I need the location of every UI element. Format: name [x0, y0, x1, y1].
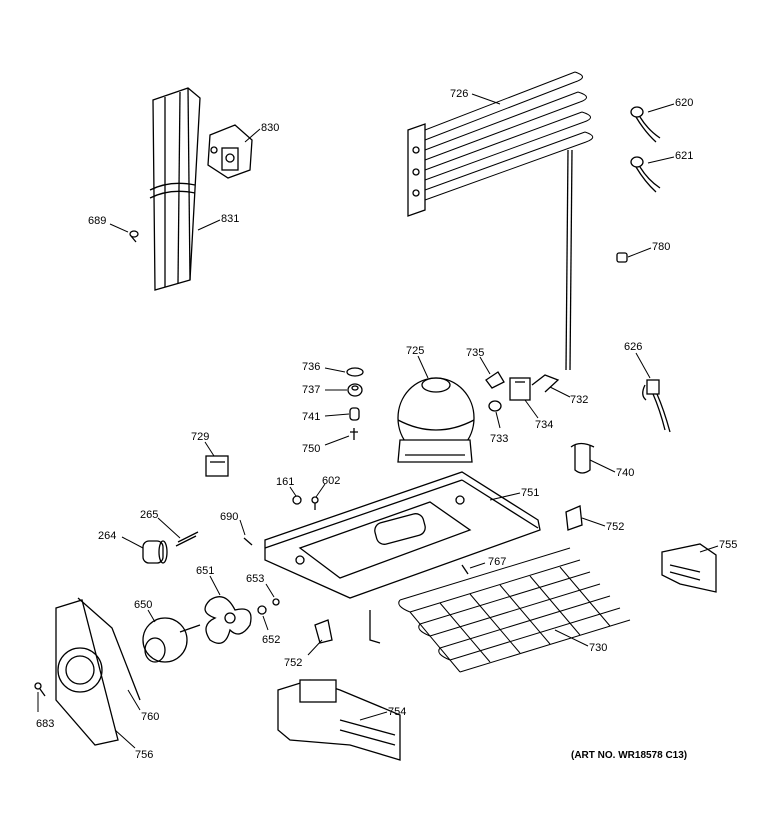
part-740-clip	[570, 442, 595, 474]
callout-689: 689	[88, 215, 106, 227]
part-736-grommet	[346, 367, 364, 377]
part-750-clip	[350, 428, 358, 440]
part-755-bracket	[661, 543, 717, 593]
callouts: 830 689 831 726 620 621 780 736 737 741 …	[36, 88, 737, 761]
callout-620: 620	[675, 97, 693, 109]
callout-725: 725	[406, 345, 424, 357]
callout-732: 732	[570, 394, 588, 406]
part-264-spacer	[142, 540, 168, 564]
part-830-bracket	[207, 124, 253, 179]
part-690-screw	[243, 537, 253, 546]
callout-683: 683	[36, 718, 54, 730]
callout-733: 733	[490, 433, 508, 445]
part-760-gasket	[77, 597, 141, 701]
part-732-bracket	[531, 374, 560, 393]
callout-754: 754	[388, 706, 406, 718]
callout-737: 737	[302, 384, 320, 396]
part-653-washer	[272, 598, 280, 606]
part-161-nut	[292, 495, 302, 505]
part-741-sleeve	[349, 407, 360, 421]
callout-264: 264	[98, 530, 116, 542]
callout-602: 602	[322, 475, 340, 487]
callout-755: 755	[719, 539, 737, 551]
part-689-screw	[129, 230, 139, 243]
callout-780: 780	[652, 241, 670, 253]
callout-626: 626	[624, 341, 642, 353]
callout-730: 730	[589, 642, 607, 654]
part-756-fan-shroud	[55, 599, 119, 746]
part-754-bracket	[277, 679, 401, 761]
part-725-compressor	[397, 377, 475, 463]
part-734-relay	[509, 377, 531, 401]
part-265-bolt	[175, 531, 199, 547]
part-780-clip	[616, 252, 628, 263]
callout-760: 760	[141, 711, 159, 723]
callout-751: 751	[521, 487, 539, 499]
callout-830: 830	[261, 122, 279, 134]
callout-161: 161	[276, 476, 294, 488]
callout-651: 651	[196, 565, 214, 577]
part-831-channel	[149, 87, 201, 291]
art-number-label: (ART NO. WR18578 C13)	[571, 750, 687, 761]
part-652-nut	[257, 605, 267, 615]
callout-735: 735	[466, 347, 484, 359]
part-752-bracket-lower	[314, 619, 333, 644]
callout-756: 756	[135, 749, 153, 761]
callout-741: 741	[302, 411, 320, 423]
callout-736: 736	[302, 361, 320, 373]
callout-621: 621	[675, 150, 693, 162]
callout-740: 740	[616, 467, 634, 479]
part-737-grommet	[347, 383, 363, 397]
part-726-condenser	[407, 71, 594, 371]
callout-734: 734	[535, 419, 553, 431]
callout-653: 653	[246, 573, 264, 585]
part-650-fan-motor	[142, 617, 201, 663]
part-752-bracket-upper	[565, 505, 583, 531]
callout-831: 831	[221, 213, 239, 225]
callout-726: 726	[450, 88, 468, 100]
callout-750: 750	[302, 443, 320, 455]
part-651-fan-blade	[204, 596, 252, 644]
part-620-connector	[630, 106, 661, 143]
callout-767: 767	[488, 556, 506, 568]
callout-752-lower: 752	[284, 657, 302, 669]
callout-752-upper: 752	[606, 521, 624, 533]
part-602-screw	[311, 496, 319, 510]
callout-690: 690	[220, 511, 238, 523]
part-767-clip	[461, 564, 469, 575]
callout-265: 265	[140, 509, 158, 521]
callout-650: 650	[134, 599, 152, 611]
part-730-coil	[369, 547, 631, 673]
part-733-grommet	[488, 400, 502, 412]
part-621-connector	[630, 156, 661, 193]
callout-652: 652	[262, 634, 280, 646]
part-626-power-cord	[642, 379, 671, 433]
part-729-capacitor	[205, 455, 229, 477]
part-683-screw	[34, 682, 46, 697]
part-735-cover	[485, 371, 505, 389]
part-751-base-pan	[264, 471, 541, 599]
callout-729: 729	[191, 431, 209, 443]
